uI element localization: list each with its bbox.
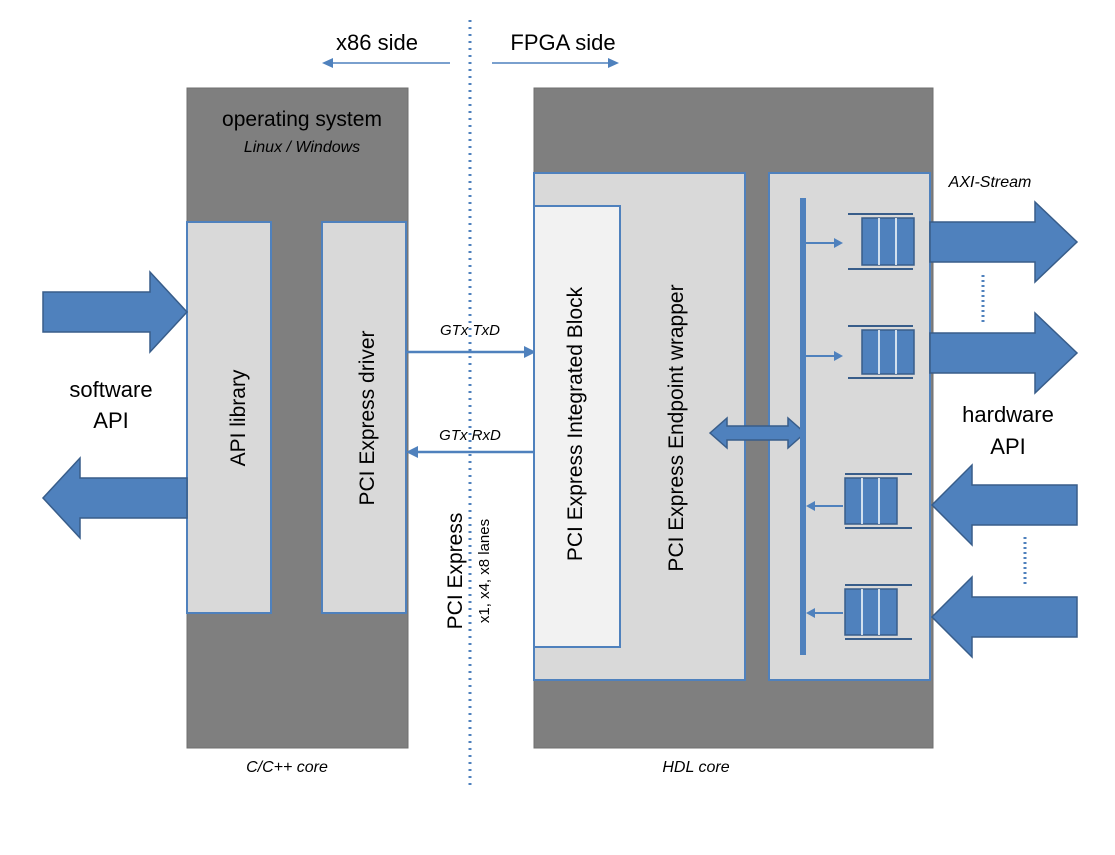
hardware-api-out-arrow-1 bbox=[929, 200, 1079, 284]
x86-side-arrow bbox=[322, 58, 450, 68]
internal-bus bbox=[800, 198, 806, 655]
software-api-label-line2: API bbox=[93, 408, 128, 433]
gtx-txd-label: GTx TxD bbox=[440, 322, 500, 339]
software-api-label-line1: software bbox=[69, 377, 152, 402]
fpga-core-label: HDL core bbox=[662, 759, 729, 776]
rx-fifo-2 bbox=[806, 584, 912, 640]
api-library-label: API library bbox=[227, 369, 250, 466]
tx-fifo-1 bbox=[806, 213, 915, 270]
pcie-bus-label: PCI Express bbox=[444, 513, 467, 630]
api-library-box bbox=[186, 221, 272, 614]
fpga-side-arrow bbox=[492, 58, 619, 68]
integrated-block-label: PCI Express Integrated Block bbox=[564, 286, 587, 561]
tx-fifo-2 bbox=[806, 325, 915, 379]
hardware-api-label-line1: hardware bbox=[962, 402, 1054, 427]
hardware-api-label-line2: API bbox=[990, 434, 1025, 459]
fpga-side-label: FPGA side bbox=[510, 30, 615, 55]
rx-fifo-1 bbox=[806, 473, 912, 529]
pcie-lanes-label: x1, x4, x8 lanes bbox=[476, 519, 493, 623]
software-api-out-arrow bbox=[41, 456, 188, 540]
x86-side-label: x86 side bbox=[336, 30, 418, 55]
host-core-label: C/C++ core bbox=[246, 759, 328, 776]
integrated-block-box bbox=[533, 205, 621, 648]
hardware-api-in-arrow-2 bbox=[930, 575, 1078, 659]
hardware-api-in-arrow-1 bbox=[930, 463, 1078, 547]
software-api-in-arrow bbox=[42, 270, 189, 354]
operating-system-subtitle: Linux / Windows bbox=[244, 139, 360, 156]
operating-system-title: operating system bbox=[222, 108, 382, 131]
axi-stream-label: AXI-Stream bbox=[948, 174, 1032, 191]
endpoint-wrapper-label: PCI Express Endpoint wrapper bbox=[665, 284, 688, 571]
gtx-rxd-arrow bbox=[406, 446, 534, 458]
hardware-api-out-arrow-2 bbox=[929, 311, 1079, 395]
gtx-rxd-label: GTx RxD bbox=[439, 427, 501, 444]
pcie-driver-box bbox=[321, 221, 407, 614]
pcie-driver-label: PCI Express driver bbox=[356, 330, 379, 505]
gtx-txd-arrow bbox=[406, 346, 536, 358]
